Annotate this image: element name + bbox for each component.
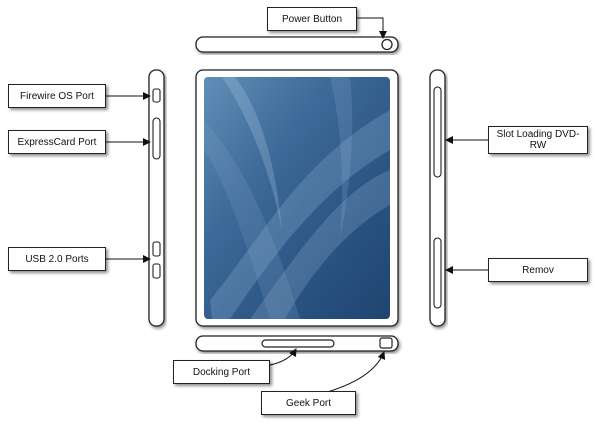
label-power-button-text: Power Button — [281, 13, 343, 25]
usb-port-slot-1 — [152, 241, 161, 257]
left-side-view — [148, 69, 165, 327]
label-docking-port-text: Docking Port — [192, 366, 251, 378]
label-geek-port: Geek Port — [261, 391, 356, 415]
arrow-power-button — [357, 17, 387, 39]
arrow-geek-port — [323, 351, 386, 394]
geek-port-slot — [379, 337, 393, 349]
label-removable: Remov — [488, 258, 588, 282]
dvd-slot — [433, 86, 442, 178]
bottom-edge-view — [195, 335, 399, 352]
label-slot-loading-dvd-text: Slot Loading DVD-RW — [496, 129, 580, 151]
label-slot-loading-dvd: Slot Loading DVD-RW — [488, 126, 588, 154]
label-geek-port-text: Geek Port — [285, 397, 332, 409]
label-usb-ports-text: USB 2.0 Ports — [25, 253, 89, 265]
label-expresscard-port: ExpressCard Port — [8, 130, 106, 154]
label-expresscard-port-text: ExpressCard Port — [17, 136, 97, 148]
arrow-docking-port — [269, 348, 297, 366]
power-button-icon — [381, 38, 393, 51]
top-edge-view — [195, 36, 399, 53]
expresscard-slot — [152, 117, 161, 160]
label-firewire-os-port: Firewire OS Port — [8, 84, 106, 108]
screen — [204, 77, 390, 319]
docking-port-slot — [261, 339, 335, 348]
front-view — [195, 69, 399, 327]
label-usb-ports: USB 2.0 Ports — [8, 247, 106, 271]
label-removable-text: Remov — [522, 264, 554, 276]
label-power-button: Power Button — [267, 7, 357, 31]
callout-arrows — [106, 17, 488, 394]
label-docking-port: Docking Port — [173, 360, 270, 384]
removable-slot — [433, 237, 442, 309]
usb-port-slot-2 — [152, 263, 161, 279]
label-firewire-os-port-text: Firewire OS Port — [20, 90, 94, 102]
right-side-view — [429, 69, 446, 327]
firewire-port-slot — [152, 88, 161, 103]
